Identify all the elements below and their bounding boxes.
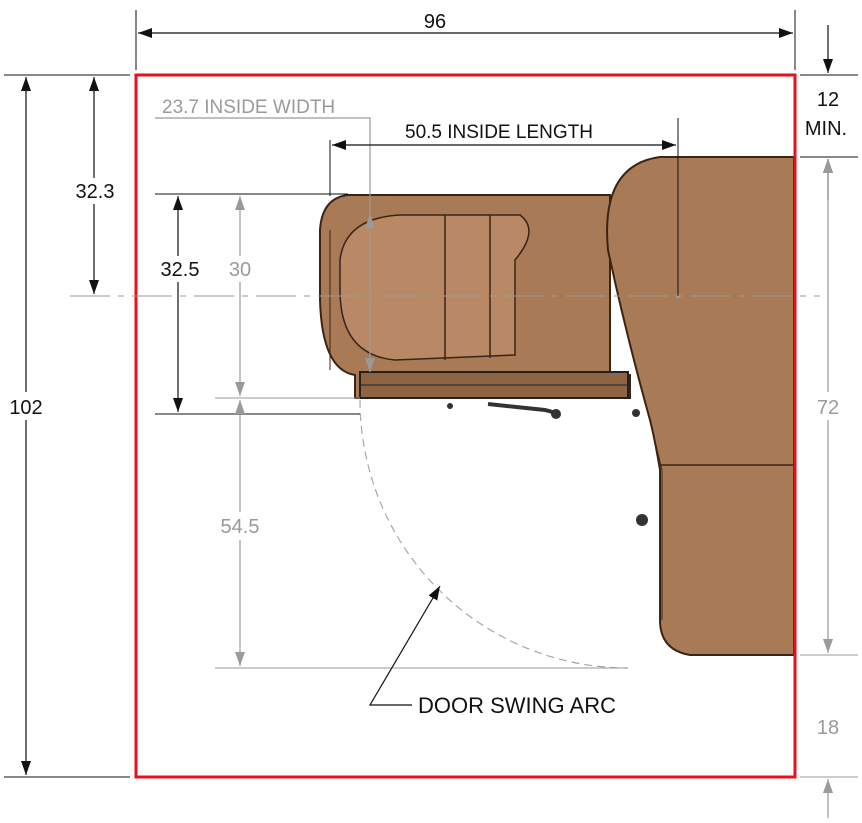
- dimension-tub-depth: 32.5: [154, 193, 360, 415]
- overall-width-label: 96: [424, 11, 446, 33]
- clearance-top-label: 12: [817, 89, 839, 111]
- tub-depth-label: 32.5: [161, 259, 200, 281]
- tub-apron: [606, 156, 795, 656]
- door-swing-arc: [359, 399, 629, 669]
- overall-height-label: 102: [9, 397, 42, 419]
- dimension-overall-height: 102: [2, 74, 130, 778]
- tub-basin: [339, 214, 530, 361]
- dimension-clearance-bottom: 18: [800, 717, 858, 818]
- room-boundary: [134, 73, 797, 779]
- inside-length-label: 50.5 INSIDE LENGTH: [405, 122, 593, 143]
- dimension-inside-width: 23.7 INSIDE WIDTH: [155, 97, 375, 372]
- dimension-door-clearance: 54.5: [214, 400, 628, 669]
- door-clearance-label: 54.5: [221, 516, 260, 538]
- dimension-overall-width: 96: [135, 10, 796, 70]
- walk-in-tub: [319, 156, 795, 656]
- dimension-inside-depth: 30: [215, 196, 360, 399]
- dimension-top-offset: 32.3: [70, 77, 120, 294]
- door-swing-arc-label: DOOR SWING ARC: [418, 693, 616, 718]
- door-handle: [487, 402, 561, 416]
- dimension-apron-length: 72: [800, 159, 858, 656]
- clearance-top-suffix: MIN.: [805, 118, 847, 140]
- inside-width-label: 23.7 INSIDE WIDTH: [162, 97, 335, 118]
- clearance-side-label: 72: [817, 397, 839, 419]
- inside-depth-label: 30: [229, 259, 251, 281]
- clearance-bottom-label: 18: [817, 717, 839, 739]
- dimension-inside-length: 50.5 INSIDE LENGTH: [329, 118, 679, 296]
- door-swing-arc-callout: DOOR SWING ARC: [368, 585, 616, 718]
- top-offset-label: 32.3: [76, 181, 115, 203]
- dimension-clearance-top: 12 MIN.: [800, 25, 858, 200]
